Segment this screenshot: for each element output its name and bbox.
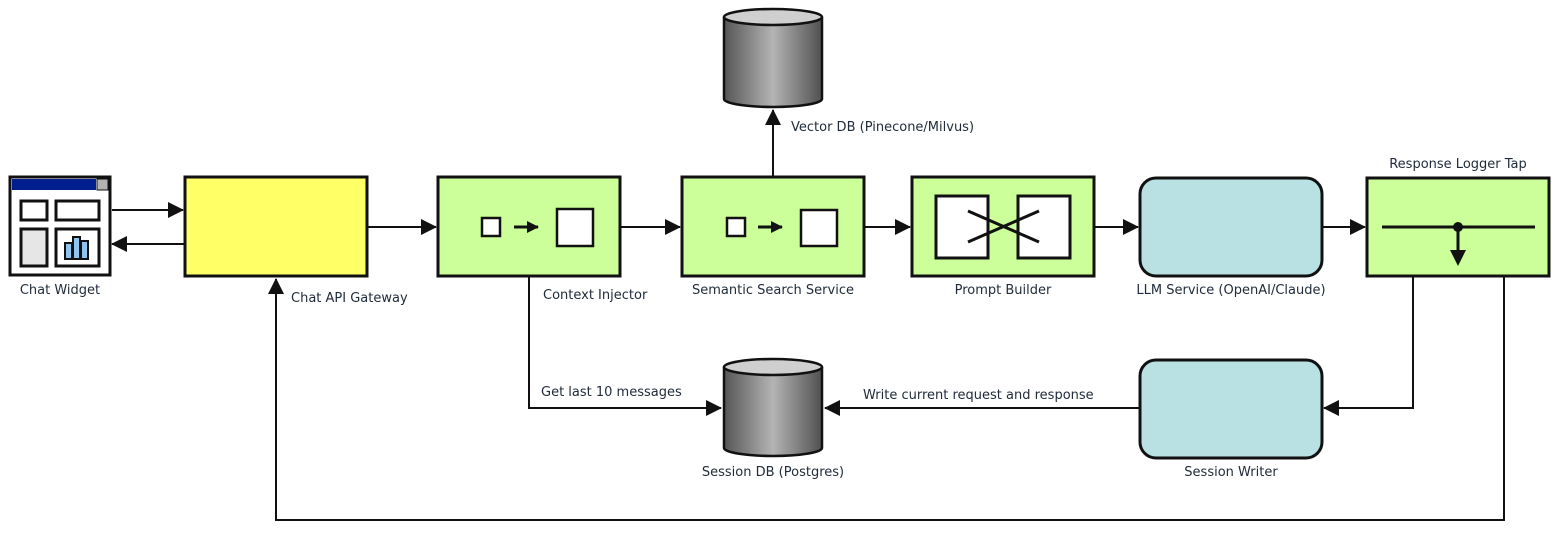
gateway-box	[183, 175, 369, 278]
response-logger-tap-label: Response Logger Tap	[1389, 157, 1527, 172]
llm-service-label: LLM Service (OpenAI/Claude)	[1136, 283, 1325, 298]
database-cylinder-icon	[722, 357, 824, 458]
node-semantic-search-service[interactable]: Semantic Search Service	[680, 175, 866, 298]
edge-logger-tap-to-gateway	[268, 277, 1505, 521]
session-db-label: Session DB (Postgres)	[702, 465, 844, 480]
bar-chart-icon	[64, 236, 89, 260]
prompt-builder-label: Prompt Builder	[955, 283, 1052, 298]
session-writer-box	[1138, 358, 1324, 460]
edges	[111, 109, 1505, 521]
semantic-search-label: Semantic Search Service	[692, 283, 854, 298]
chat-api-gateway-label: Chat API Gateway	[291, 291, 408, 306]
node-session-db[interactable]: Session DB (Postgres)	[702, 357, 844, 480]
wire-tap-icon	[1382, 222, 1535, 266]
chat-widget-label: Chat Widget	[20, 283, 100, 298]
node-prompt-builder[interactable]: Prompt Builder	[910, 175, 1096, 298]
content-enricher-icon	[480, 207, 595, 248]
browser-window-icon	[8, 175, 112, 277]
node-chat-api-gateway[interactable]: Chat API Gateway	[183, 175, 408, 306]
node-llm-service[interactable]: LLM Service (OpenAI/Claude)	[1136, 176, 1326, 298]
llm-service-box	[1138, 176, 1324, 278]
node-response-logger-tap[interactable]: Response Logger Tap	[1365, 157, 1551, 278]
translator-icon	[934, 194, 1072, 260]
node-chat-widget[interactable]: Chat Widget	[8, 175, 112, 298]
session-writer-label: Session Writer	[1184, 465, 1278, 480]
node-session-writer[interactable]: Session Writer	[1138, 358, 1324, 480]
edge-label-get-last-messages: Get last 10 messages	[541, 385, 682, 400]
node-context-injector[interactable]: Context Injector	[436, 175, 648, 303]
context-injector-label: Context Injector	[543, 288, 648, 303]
content-enricher-icon	[725, 208, 839, 248]
edge-logger-tap-to-session-writer	[1323, 277, 1414, 416]
edge-label-write-request-response: Write current request and response	[863, 388, 1094, 403]
edge-context-injector-to-session-db	[528, 277, 722, 416]
database-cylinder-icon	[722, 7, 824, 109]
vector-db-label: Vector DB (Pinecone/Milvus)	[791, 120, 974, 135]
node-vector-db[interactable]: Vector DB (Pinecone/Milvus)	[722, 7, 974, 135]
